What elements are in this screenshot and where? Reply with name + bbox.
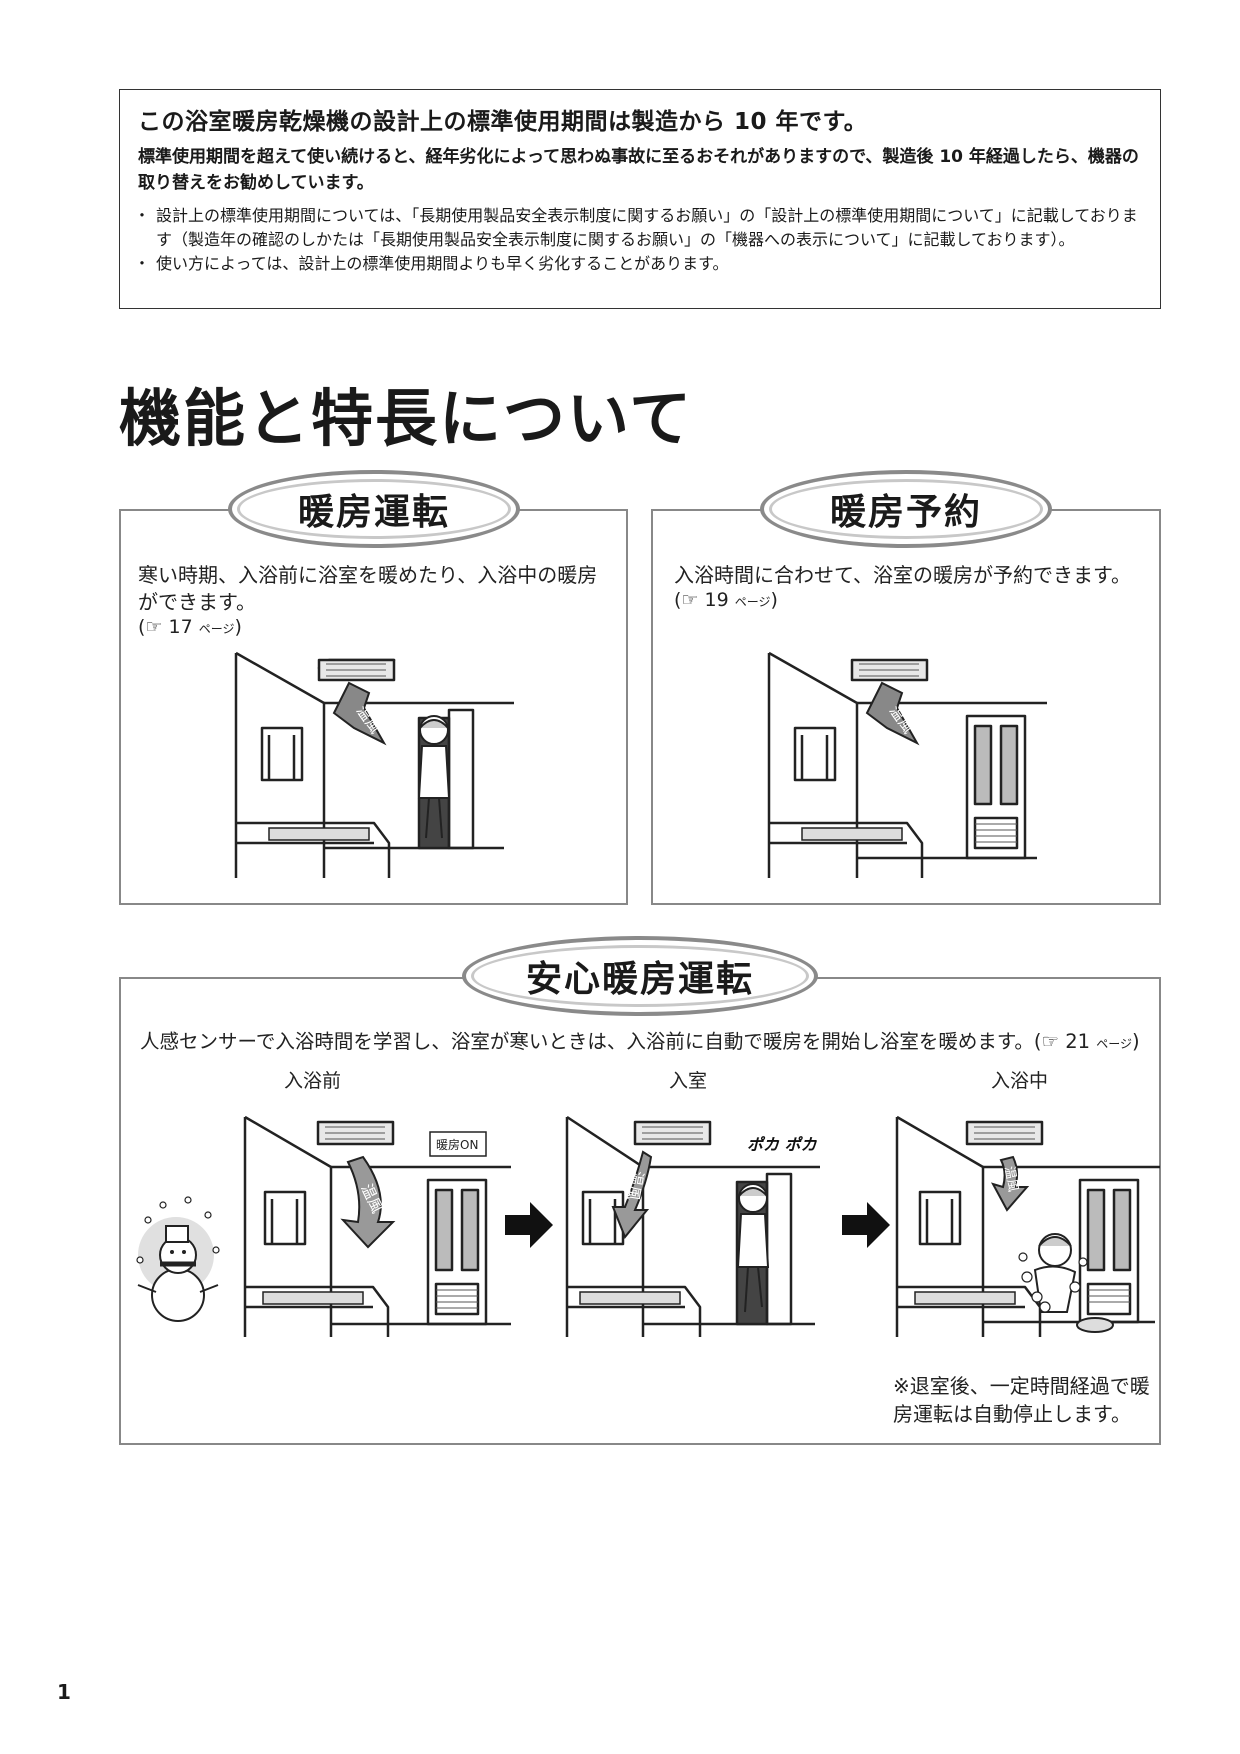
airflow-label: 温風 <box>624 1169 647 1202</box>
step-label-bathing: 入浴中 <box>991 1070 1049 1092</box>
snowman-illustration <box>136 1196 220 1322</box>
pointing-hand-icon: ☞ <box>1041 1030 1059 1053</box>
notice-body: 標準使用期間を超えて使い続けると、経年劣化によって思わぬ事故に至るおそれがありま… <box>138 147 1139 193</box>
step-label-before-bath: 入浴前 <box>284 1070 342 1092</box>
reserve-description: 入浴時間に合わせて、浴室の暖房が予約できます。 <box>674 563 1131 587</box>
warm-sound-effect: ポカ ポカ <box>747 1135 818 1154</box>
reserve-title: 暖房予約 <box>760 470 1052 548</box>
page-unit: ページ <box>734 595 771 609</box>
bathing-illustration: 温風 <box>895 1115 1160 1337</box>
safe-heating-title: 安心暖房運転 <box>462 936 818 1016</box>
page-number-ref: 19 <box>704 589 729 611</box>
page-number: 1 <box>57 1680 71 1704</box>
heating-page-ref: (☞ 17 ページ) <box>138 616 242 638</box>
reserve-page-ref: (☞ 19 ページ) <box>674 589 778 611</box>
pointing-hand-icon: ☞ <box>145 616 163 638</box>
page-unit: ページ <box>198 622 235 636</box>
notice-box: この浴室暖房乾燥機の設計上の標準使用期間は製造から 10 年です。 標準使用期間… <box>119 89 1161 309</box>
notice-title: この浴室暖房乾燥機の設計上の標準使用期間は製造から 10 年です。 <box>138 109 868 135</box>
notice-bullet: 使い方によっては、設計上の標準使用期間よりも早く劣化することがあります。 <box>134 252 1142 276</box>
airflow-label: 温風 <box>1001 1165 1020 1193</box>
arrow-right-icon <box>505 1202 553 1248</box>
safe-heating-description: 人感センサーで入浴時間を学習し、浴室が寒いときは、入浴前に自動で暖房を開始し浴室… <box>140 1030 1140 1053</box>
pointing-hand-icon: ☞ <box>681 589 699 611</box>
step-label-enter: 入室 <box>669 1070 708 1092</box>
auto-stop-note: ※退室後、一定時間経過で暖房運転は自動停止します。 <box>893 1374 1150 1426</box>
page-number-ref: 21 <box>1065 1030 1091 1053</box>
notice-list: 設計上の標準使用期間については、「長期使用製品安全表示制度に関するお願い」の「設… <box>134 204 1142 276</box>
heating-illustration: 温風 <box>234 651 514 878</box>
heating-on-sign: 暖房ON <box>436 1137 478 1152</box>
enter-bath-illustration: ポカ ポカ 温風 <box>565 1115 820 1337</box>
arrow-right-icon <box>842 1202 890 1248</box>
page-number-ref: 17 <box>168 616 193 638</box>
heating-description: 寒い時期、入浴前に浴室を暖めたり、入浴中の暖房ができます。 <box>138 563 598 614</box>
before-bath-illustration: 暖房ON 温風 <box>243 1115 511 1337</box>
reserve-illustration: 温風 <box>767 651 1047 878</box>
notice-bullet: 設計上の標準使用期間については、「長期使用製品安全表示制度に関するお願い」の「設… <box>134 204 1142 252</box>
page-unit: ページ <box>1096 1037 1132 1051</box>
section-title: 機能と特長について <box>119 382 694 455</box>
heating-title: 暖房運転 <box>228 470 520 548</box>
